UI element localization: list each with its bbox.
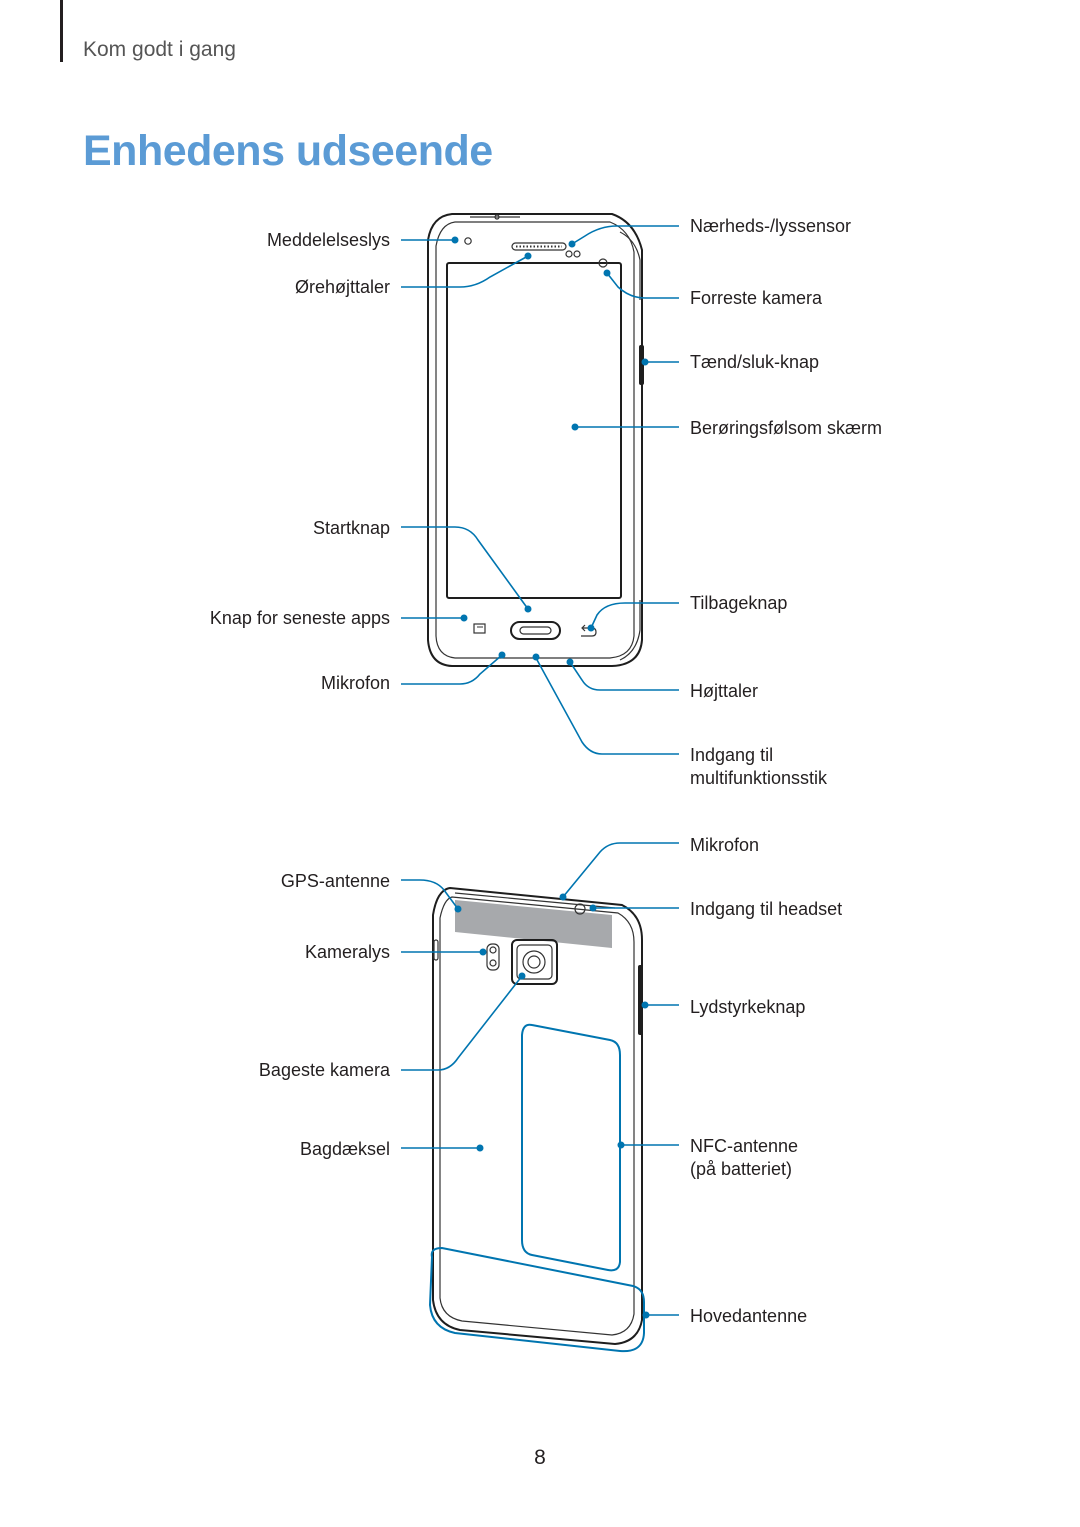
leader-dot-gps-antenna — [454, 905, 462, 913]
label-front-camera: Forreste kamera — [690, 288, 823, 308]
front-body-outline — [427, 213, 643, 667]
front-bumper-right — [619, 231, 641, 300]
home-key-inner — [519, 626, 552, 635]
leader-dot-volume-key — [641, 1001, 649, 1009]
leader-multipurpose-jack — [535, 657, 679, 755]
leader-dot-power-key — [641, 358, 649, 366]
leader-dot-notification-light — [451, 236, 459, 244]
page-title: Enhedens udseende — [83, 127, 493, 175]
headset-jack-hole — [574, 903, 586, 915]
power-key — [639, 345, 644, 385]
gps-antenna-area — [455, 900, 612, 948]
leader-home-key — [401, 526, 529, 610]
leader-dot-multipurpose-jack — [532, 653, 540, 661]
leader-gps-antenna — [401, 879, 459, 910]
section-title: Kom godt i gang — [83, 38, 236, 61]
leader-dot-front-camera — [603, 269, 611, 277]
label-microphone-back: Mikrofon — [690, 835, 759, 855]
leader-back-key — [590, 602, 679, 629]
main-antenna-outline — [428, 1246, 645, 1353]
flash-led-bottom — [489, 959, 497, 967]
leader-dot-microphone-front — [498, 651, 506, 659]
front-leaders — [401, 225, 679, 755]
leader-dot-microphone-back — [559, 893, 567, 901]
label-back-key: Tilbageknap — [690, 593, 787, 613]
label-headset-jack: Indgang til headset — [690, 899, 842, 919]
leader-speaker — [569, 661, 679, 691]
home-key — [510, 621, 561, 640]
earpiece-grille — [511, 242, 567, 251]
label-back-cover: Bagdæksel — [300, 1139, 390, 1159]
leader-dot-headset-jack — [589, 904, 597, 912]
front-phone — [427, 213, 644, 667]
front-labels-left: Meddelelseslys Ørehøjttaler Startknap Kn… — [210, 230, 390, 693]
recent-apps-icon — [473, 623, 486, 634]
leader-dot-nfc-antenna — [617, 1141, 625, 1149]
label-volume-key: Lydstyrkeknap — [690, 997, 805, 1017]
back-body-inner — [439, 896, 635, 1336]
leader-rear-camera — [401, 975, 523, 1071]
label-speaker: Højttaler — [690, 681, 758, 701]
back-labels-right: Mikrofon Indgang til headset Lydstyrkekn… — [690, 835, 842, 1326]
front-camera-lens — [598, 258, 608, 268]
leader-dot-main-antenna — [642, 1311, 650, 1319]
label-main-antenna: Hovedantenne — [690, 1306, 807, 1326]
front-labels-right: Nærheds-/lyssensor Forreste kamera Tænd/… — [690, 216, 882, 788]
leader-dot-flash — [479, 948, 487, 956]
label-touchscreen: Berøringsfølsom skærm — [690, 418, 882, 438]
leader-dot-speaker — [566, 658, 574, 666]
notification-led — [464, 237, 472, 245]
leader-earpiece — [401, 255, 529, 288]
label-gps-antenna: GPS-antenne — [281, 871, 390, 891]
rear-camera-lens-inner — [527, 955, 541, 969]
back-leaders — [401, 842, 679, 1319]
nfc-antenna-outline — [521, 1023, 621, 1272]
page-number: 8 — [534, 1446, 546, 1469]
label-nfc-antenna-2: (på batteriet) — [690, 1159, 792, 1179]
front-screen — [446, 262, 622, 599]
label-home-key: Startknap — [313, 518, 390, 538]
flash-led-top — [489, 946, 497, 954]
leader-dot-rear-camera — [518, 972, 526, 980]
label-multipurpose-jack-1: Indgang til — [690, 745, 773, 765]
leader-front-camera — [606, 272, 679, 299]
label-earpiece: Ørehøjttaler — [295, 277, 390, 297]
leader-microphone-back — [562, 842, 679, 898]
leader-proximity — [571, 225, 679, 245]
leader-microphone-front — [401, 654, 503, 685]
label-notification-light: Meddelelseslys — [267, 230, 390, 250]
front-top-hole — [494, 214, 500, 220]
leader-dot-touchscreen — [571, 423, 579, 431]
rear-camera-lens-outer — [522, 950, 546, 974]
leader-dot-back-cover — [476, 1144, 484, 1152]
rear-camera-housing — [511, 939, 558, 985]
leader-dot-earpiece — [524, 252, 532, 260]
label-proximity-sensor: Nærheds-/lyssensor — [690, 216, 851, 236]
leader-dot-proximity — [568, 240, 576, 248]
label-microphone-front: Mikrofon — [321, 673, 390, 693]
label-power-key: Tænd/sluk-knap — [690, 352, 819, 372]
sensor-right — [573, 250, 581, 258]
flash-unit — [486, 943, 500, 971]
sensor-left — [565, 250, 573, 258]
back-phone — [428, 886, 645, 1353]
label-multipurpose-jack-2: multifunktionsstik — [690, 768, 828, 788]
left-side-button — [433, 939, 439, 961]
label-flash: Kameralys — [305, 942, 390, 962]
back-labels-left: GPS-antenne Kameralys Bageste kamera Bag… — [259, 871, 391, 1159]
label-recent-apps: Knap for seneste apps — [210, 608, 390, 628]
leader-dot-recent-apps — [460, 614, 468, 622]
label-nfc-antenna-1: NFC-antenne — [690, 1136, 798, 1156]
back-body-outline — [432, 886, 643, 1346]
header-rule — [60, 0, 63, 62]
volume-key — [638, 965, 643, 1035]
label-rear-camera: Bageste kamera — [259, 1060, 391, 1080]
front-bumper-right-bottom — [619, 600, 641, 661]
leader-dot-back-key — [587, 624, 595, 632]
rear-camera-ring — [516, 944, 553, 980]
back-top-ridge — [454, 892, 616, 909]
leader-dot-home-key — [524, 605, 532, 613]
